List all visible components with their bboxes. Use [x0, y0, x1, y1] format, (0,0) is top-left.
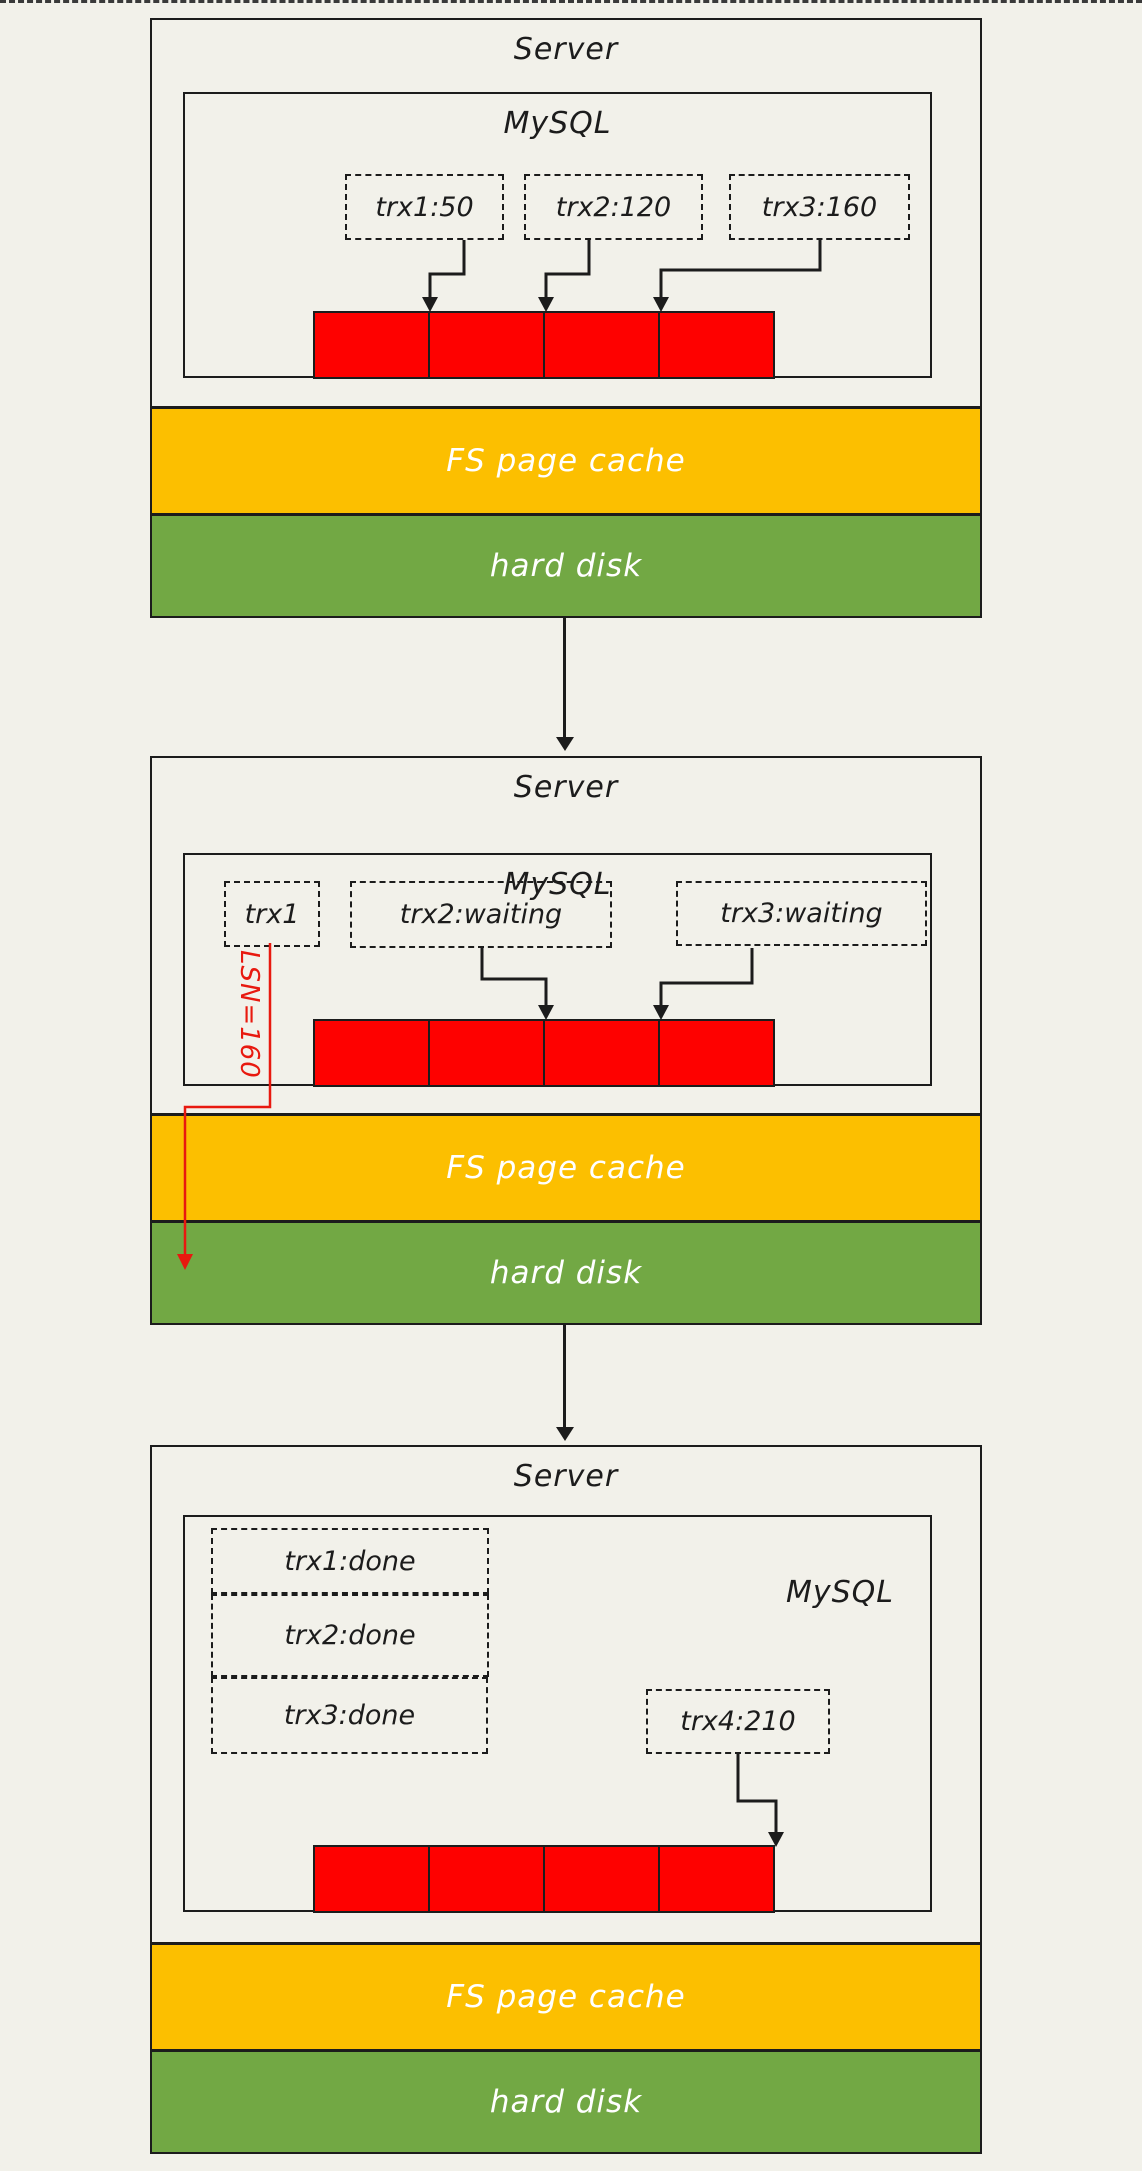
log-segment: [545, 1020, 660, 1085]
top-dashed-line: [0, 0, 1142, 3]
trx3-waiting-arrow: [659, 948, 754, 1013]
mysql-title-2: MySQL: [503, 867, 612, 902]
log-segment: [315, 1846, 430, 1911]
fs-page-cache-band-2: FS page cache: [152, 1113, 980, 1220]
trx2-done-label: trx2:done: [284, 1620, 416, 1651]
trx2-box-1: trx2:120: [524, 174, 703, 240]
server-title-1: Server: [513, 32, 619, 67]
trx3-done-label: trx3:done: [283, 1700, 416, 1731]
log-segment: [315, 1020, 430, 1085]
trx4-label: trx4:210: [680, 1706, 796, 1737]
trx2-waiting-arrow: [480, 948, 548, 1013]
trx1-done-label: trx1:done: [284, 1545, 416, 1577]
trx1-label-1: trx1:50: [375, 191, 474, 223]
hard-disk-label-2: hard disk: [489, 1255, 643, 1291]
trx1-box-1: trx1:50: [345, 174, 504, 240]
mysql-title-3: MySQL: [785, 1575, 894, 1610]
trx3-box-2: trx3:waiting: [676, 881, 927, 946]
log-segment: [660, 1847, 773, 1911]
log-segment: [430, 1020, 545, 1085]
trx1-done-box: trx1:done: [211, 1528, 489, 1594]
log-segment: [545, 1846, 660, 1911]
trx3-arrow: [659, 240, 822, 305]
mysql-box-1: MySQL trx1:50 trx2:120 trx3:160: [183, 92, 932, 379]
trx2-box-2: trx2:waiting: [350, 881, 612, 948]
server-title-2: Server: [513, 770, 619, 805]
redo-log-buffer-3: [313, 1844, 775, 1913]
hard-disk-label-3: hard disk: [489, 2084, 643, 2120]
connector-arrow-1-2: [555, 618, 574, 751]
mysql-box-3: MySQL trx1:done trx2:done trx3:done trx4…: [183, 1515, 932, 1913]
fs-page-cache-label-2: FS page cache: [446, 1150, 686, 1186]
log-segment: [430, 312, 545, 377]
hard-disk-band-3: hard disk: [152, 2049, 980, 2152]
log-segment: [545, 312, 660, 377]
redo-log-buffer-2: [313, 1018, 775, 1087]
mysql-title-1: MySQL: [503, 106, 612, 141]
trx2-label-2: trx2:waiting: [399, 899, 563, 930]
log-segment: [430, 1846, 545, 1911]
fs-page-cache-label-3: FS page cache: [446, 1979, 686, 2015]
redo-log-buffer-1: [313, 310, 775, 379]
trx1-arrow: [428, 240, 466, 305]
log-segment: [315, 312, 430, 377]
trx3-done-box: trx3:done: [211, 1677, 488, 1754]
hard-disk-band-2: hard disk: [152, 1220, 980, 1323]
hard-disk-label-1: hard disk: [489, 548, 643, 584]
log-segment: [660, 313, 773, 377]
connector-arrow-2-3: [555, 1325, 574, 1441]
trx4-arrow: [736, 1754, 778, 1840]
trx2-done-box: trx2:done: [211, 1594, 489, 1677]
server-title-3: Server: [513, 1459, 619, 1494]
fs-page-cache-band-1: FS page cache: [152, 406, 980, 513]
server-panel-2: Server MySQL trx1 trx2:waiting trx3:wait…: [150, 756, 982, 1325]
server-panel-1: Server MySQL trx1:50 trx2:120 trx3:160: [150, 18, 982, 618]
trx4-box: trx4:210: [646, 1689, 830, 1754]
hard-disk-band-1: hard disk: [152, 513, 980, 616]
trx3-label-2: trx3:waiting: [720, 898, 883, 929]
trx1-box-2: trx1: [224, 881, 320, 947]
trx1-label-2: trx1: [244, 898, 300, 930]
server-area-2: Server MySQL trx1 trx2:waiting trx3:wait…: [152, 758, 980, 1113]
mysql-box-2: MySQL trx1 trx2:waiting trx3:waiting: [183, 853, 932, 1087]
server-area-1: Server MySQL trx1:50 trx2:120 trx3:160: [152, 20, 980, 406]
trx2-arrow: [544, 240, 591, 305]
fs-page-cache-band-3: FS page cache: [152, 1942, 980, 2049]
server-area-3: Server MySQL trx1:done trx2:done trx3:do…: [152, 1447, 980, 1942]
server-panel-3: Server MySQL trx1:done trx2:done trx3:do…: [150, 1445, 982, 2154]
trx3-label-1: trx3:160: [761, 191, 878, 223]
log-segment: [660, 1021, 773, 1085]
trx3-box-1: trx3:160: [729, 174, 910, 240]
lsn-annotation: LSN=160: [234, 950, 264, 1079]
trx2-label-1: trx2:120: [555, 191, 672, 223]
fs-page-cache-label-1: FS page cache: [446, 443, 686, 479]
